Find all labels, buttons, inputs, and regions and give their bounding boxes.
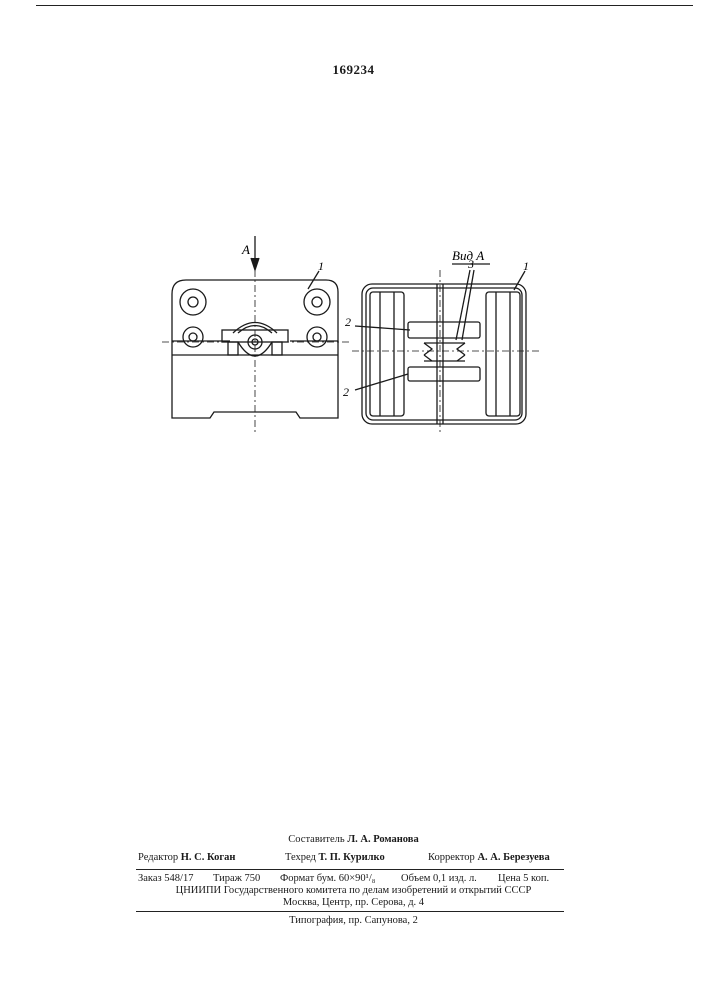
corrector-label: Корректор (428, 852, 475, 863)
techred-label: Техред (285, 852, 316, 863)
institute-line: ЦНИИПИ Государственного комитета по дела… (0, 885, 707, 896)
paper-format: Формат бум. 60×90¹/₈ (280, 873, 375, 884)
footer-rule-top (136, 869, 564, 870)
compiler-line: Составитель Л. А. Романова (0, 834, 707, 845)
address-line: Москва, Центр, пр. Серова, д. 4 (0, 897, 707, 908)
editor-line: Редактор Н. С. Коган (138, 852, 235, 863)
print-run: Тираж 750 (213, 873, 260, 884)
corrector-line: Корректор А. А. Березуева (428, 852, 550, 863)
printing-house-line: Типография, пр. Сапунова, 2 (0, 915, 707, 926)
footer-rule-bottom (136, 911, 564, 912)
order-number: Заказ 548/17 (138, 873, 193, 884)
volume: Объем 0,1 изд. л. (401, 873, 477, 884)
editor-name: Н. С. Коган (181, 852, 236, 863)
techred-name: Т. П. Курилко (319, 852, 385, 863)
editor-label: Редактор (138, 852, 178, 863)
techred-line: Техред Т. П. Курилко (285, 852, 385, 863)
corrector-name: А. А. Березуева (477, 852, 549, 863)
price: Цена 5 коп. (498, 873, 549, 884)
compiler-name: Л. А. Романова (347, 834, 418, 845)
compiler-label: Составитель (288, 834, 344, 845)
